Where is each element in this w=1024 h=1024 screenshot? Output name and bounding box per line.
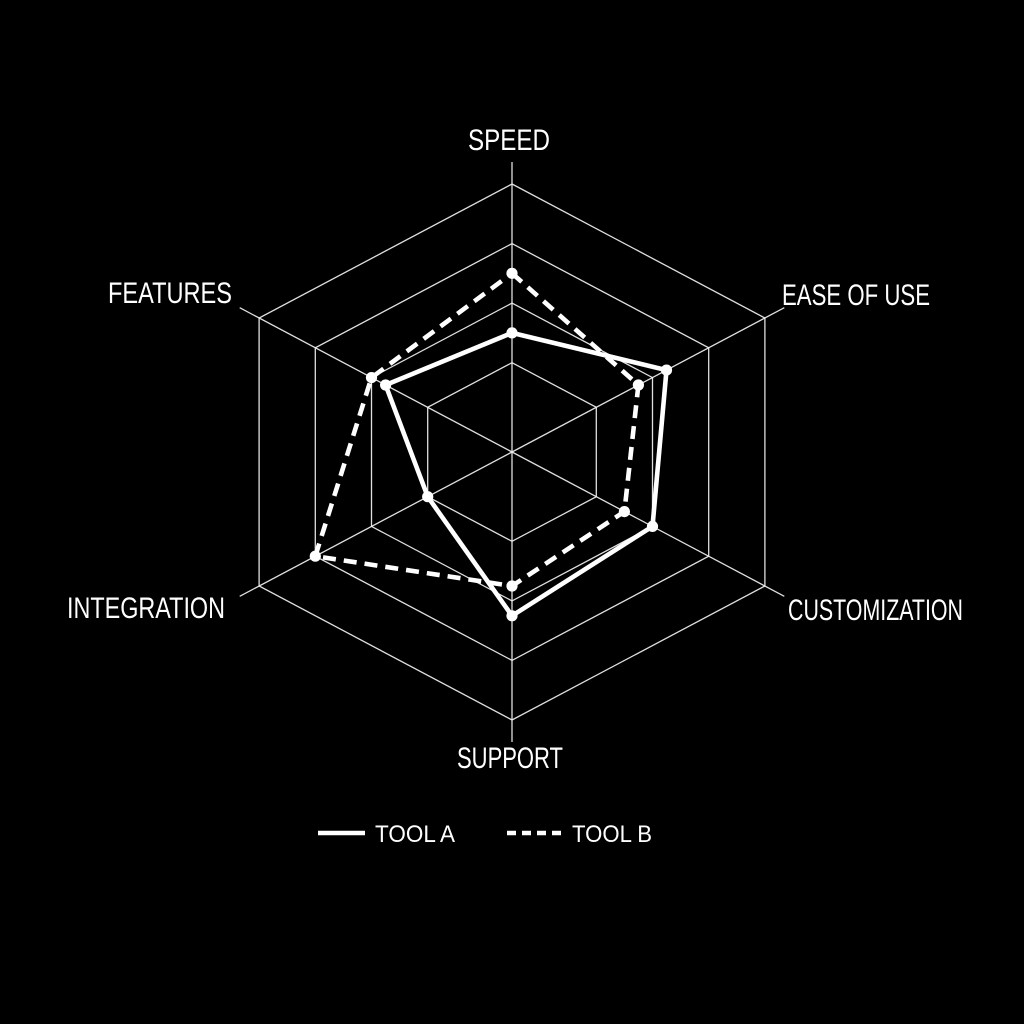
axis-label-ease-of-use: EASE OF USE (782, 279, 930, 312)
axis-line-integration (239, 451, 513, 597)
legend-label-tool-b: TOOL B (572, 821, 652, 848)
axis-label-speed: SPEED (468, 124, 550, 157)
series-polygon-tool-b (312, 270, 641, 589)
data-point-tool-b-speed (506, 267, 518, 279)
data-point-tool-b-customization (618, 506, 631, 518)
data-point-tool-b-features (365, 372, 378, 384)
axis-label-support: SUPPORT (457, 742, 563, 775)
data-point-tool-a-integration (422, 491, 434, 503)
data-point-tool-a-customization (646, 520, 659, 533)
data-point-tool-b-ease-of-use (632, 379, 645, 391)
data-point-tool-a-speed (506, 327, 518, 339)
data-point-tool-a-ease-of-use (660, 364, 673, 376)
data-point-tool-b-integration (309, 550, 321, 562)
axis-line-ease-of-use (511, 307, 785, 453)
legend-label-tool-a: TOOL A (375, 821, 455, 848)
data-point-tool-a-features (380, 379, 392, 391)
axis-label-features: FEATURES (108, 277, 232, 310)
axis-label-customization: CUSTOMIZATION (788, 594, 963, 627)
axis-label-integration: INTEGRATION (67, 592, 225, 625)
data-point-tool-a-support (506, 610, 518, 622)
data-point-tool-b-support (506, 580, 518, 592)
